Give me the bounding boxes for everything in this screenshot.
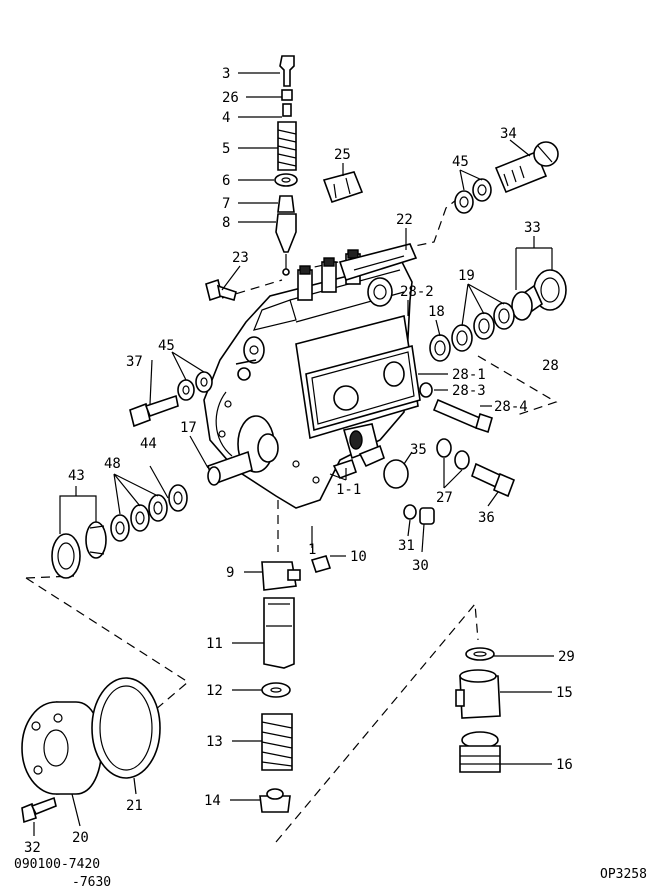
callout-1: 1	[308, 542, 316, 558]
part-34-bolt	[494, 141, 559, 194]
part-43-coupling	[51, 521, 107, 579]
callout-19: 19	[458, 268, 475, 284]
callout-28: 28	[542, 358, 559, 374]
callout-32: 32	[24, 840, 41, 856]
callout-7: 7	[222, 196, 230, 212]
callout-45-top: 45	[452, 154, 469, 170]
callout-9: 9	[226, 565, 234, 581]
part-20-flange	[21, 701, 103, 795]
washers-45-top	[454, 178, 492, 214]
callout-8: 8	[222, 215, 230, 231]
callout-45-left: 45	[158, 338, 175, 354]
callout-29: 29	[558, 649, 575, 665]
delivery-valve-stack	[274, 55, 298, 276]
callout-28-1: 28-1	[452, 367, 486, 383]
part-23-bolt	[205, 278, 237, 302]
callout-17: 17	[180, 420, 197, 436]
callout-4: 4	[222, 110, 230, 126]
serial-range-end: -7630	[72, 875, 111, 890]
washer-44	[168, 484, 188, 512]
callout-35: 35	[410, 442, 427, 458]
illustration-code: OP3258	[600, 867, 647, 882]
callout-14: 14	[204, 793, 221, 809]
callout-25: 25	[334, 147, 351, 163]
part-25-clip	[322, 171, 364, 204]
callout-6: 6	[222, 173, 230, 189]
side-cover-28	[295, 315, 421, 440]
port-cap	[367, 277, 393, 307]
part-21-gasket	[91, 677, 161, 779]
callout-labels: 3 26 4 5 6 7 8 25 22 23 34 45 33 19 18 2…	[24, 66, 575, 856]
part-13-spring	[261, 713, 293, 771]
callout-11: 11	[206, 636, 223, 652]
callout-13: 13	[206, 734, 223, 750]
callout-12: 12	[206, 683, 223, 699]
part-15-tappet	[455, 669, 501, 719]
part-12-spring-seat	[261, 682, 291, 698]
callout-21: 21	[126, 798, 143, 814]
part-16-roller	[459, 731, 501, 773]
callout-16: 16	[556, 757, 573, 773]
serial-range-start: 090100-7420	[14, 857, 100, 872]
part-10-screw	[310, 555, 332, 573]
callout-44: 44	[140, 436, 157, 452]
washers-19	[451, 302, 515, 352]
part-9-control-sleeve	[261, 561, 301, 591]
washer-18	[429, 334, 451, 362]
callout-34: 34	[500, 126, 517, 142]
part-33-nut	[511, 269, 567, 321]
callout-36: 36	[478, 510, 495, 526]
washers-48	[110, 494, 168, 542]
part-14-spring-seat	[259, 788, 291, 813]
callout-28-3: 28-3	[452, 383, 486, 399]
callout-18: 18	[428, 304, 445, 320]
part-28-3-washer	[419, 382, 433, 398]
callout-1-1: 1-1	[336, 482, 361, 498]
callout-22: 22	[396, 212, 413, 228]
callout-30: 30	[412, 558, 429, 574]
callout-15: 15	[556, 685, 573, 701]
callout-43: 43	[68, 468, 85, 484]
callout-26: 26	[222, 90, 239, 106]
callout-23: 23	[232, 250, 249, 266]
callout-27: 27	[436, 490, 453, 506]
part-35-plug	[383, 459, 409, 489]
part-11-plunger-barrel	[263, 597, 295, 669]
callout-28-2: 28-2	[400, 284, 434, 300]
callout-37: 37	[126, 354, 143, 370]
callout-10: 10	[350, 549, 367, 565]
callout-3: 3	[222, 66, 230, 82]
callout-28-4: 28-4	[494, 399, 528, 415]
callout-31: 31	[398, 538, 415, 554]
part-29-shim	[465, 647, 495, 661]
part-28-4-bolt	[432, 398, 493, 434]
parts-31-30	[403, 504, 435, 525]
callout-20: 20	[72, 830, 89, 846]
washers-27	[436, 438, 470, 470]
callout-5: 5	[222, 141, 230, 157]
part-32-bolt	[21, 796, 57, 824]
part-37-bolt	[129, 394, 179, 428]
leader-lines	[33, 72, 554, 836]
part-36-bolt	[471, 462, 516, 498]
callout-48: 48	[104, 456, 121, 472]
callout-33: 33	[524, 220, 541, 236]
bracket-22	[338, 243, 418, 281]
